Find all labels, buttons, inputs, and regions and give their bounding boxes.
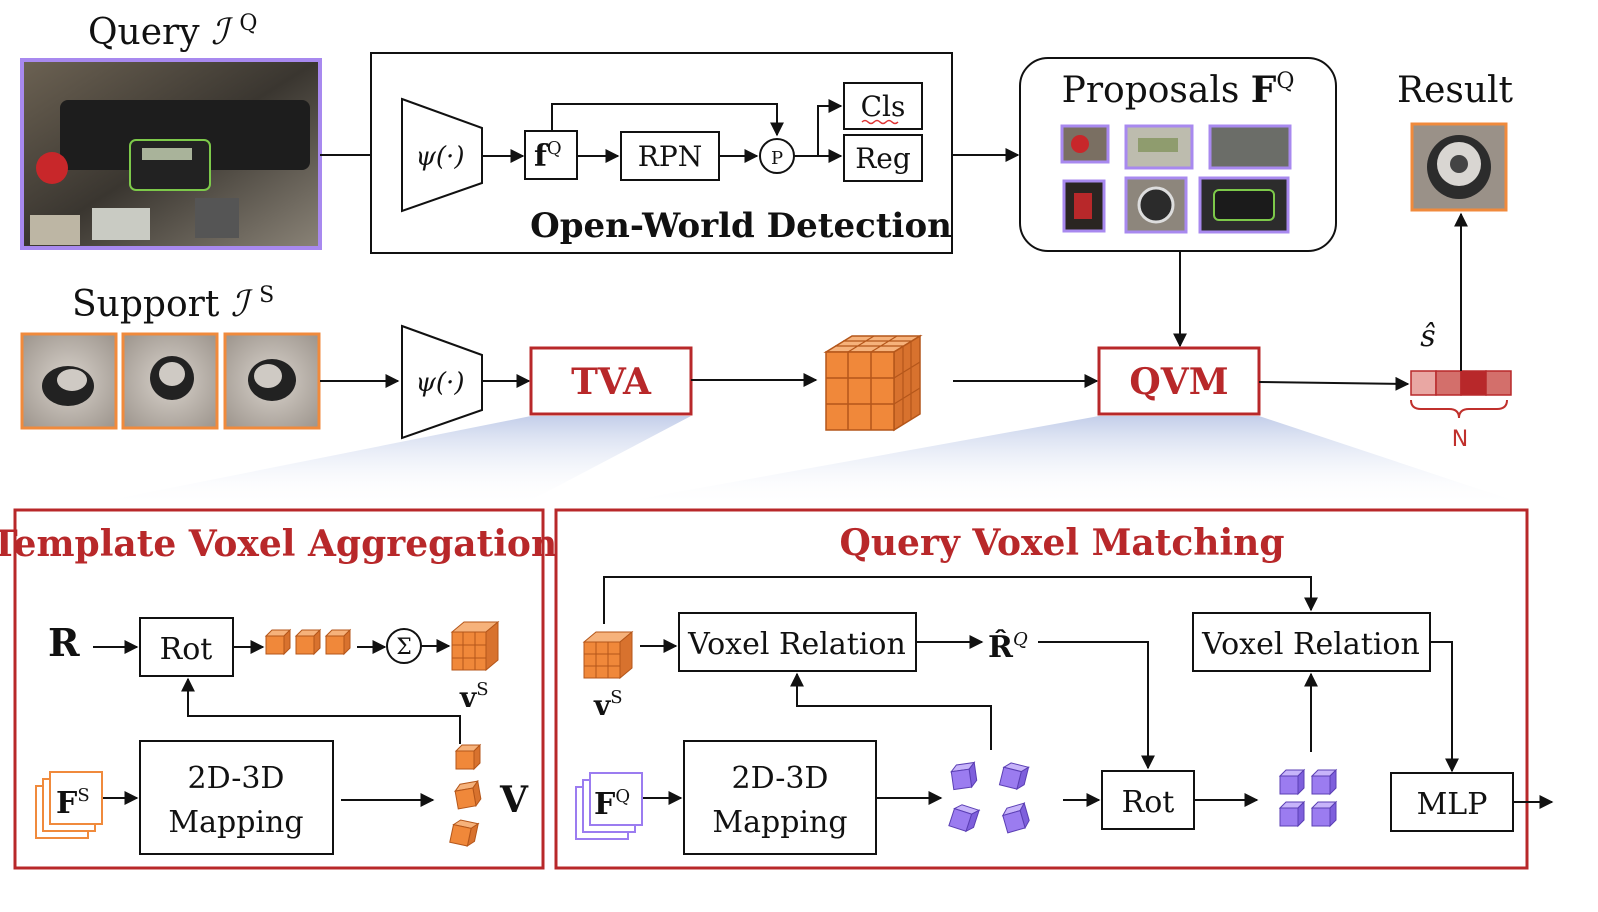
tva-box <box>529 346 693 416</box>
qvm-mapping-line1: 2D-3D <box>732 761 829 796</box>
backbone-support <box>401 324 483 440</box>
tva-mapping-line2: Mapping <box>168 805 303 840</box>
backbone-query <box>401 97 483 213</box>
feature-fq-box <box>524 130 578 180</box>
qvm-zoom-fan <box>600 416 1530 506</box>
cls-label: Cls <box>861 90 906 123</box>
qvm-rot-box <box>1101 770 1195 830</box>
feature-fq-label: fQ <box>534 138 562 174</box>
tva-panel-title: Template Voxel Aggregation <box>0 523 557 565</box>
tva-zoom-fan <box>80 416 691 506</box>
reg-label: Reg <box>855 142 911 175</box>
result-label: Result <box>1397 70 1514 111</box>
score-vector <box>1410 370 1512 396</box>
score-symbol: ŝ <box>1420 319 1435 354</box>
tva-rotated-voxels <box>265 629 351 655</box>
rpn-box <box>620 131 720 181</box>
result-image <box>1410 122 1508 212</box>
tva-fs-label: FS <box>56 785 90 821</box>
tva-mapping-line1: 2D-3D <box>188 761 285 796</box>
tva-mapping-box <box>139 740 334 855</box>
tva-vs-label: vS <box>459 679 489 714</box>
tva-vs-voxel <box>450 620 500 672</box>
tva-rot-box <box>139 617 234 677</box>
support-images <box>20 332 321 430</box>
score-count: N <box>1452 427 1468 452</box>
qvm-fq-stack <box>575 772 643 840</box>
backbone-query-label: ψ(·) <box>416 142 465 172</box>
reg-box <box>843 134 923 182</box>
cls-box <box>843 82 923 130</box>
voxel-relation-box-1 <box>678 612 917 672</box>
qvm-vs-label: vS <box>593 687 623 722</box>
sum-symbol: Σ <box>396 635 412 660</box>
voxel-relation-label-1: Voxel Relation <box>687 627 906 662</box>
query-label: Query ℐ Q <box>88 11 257 53</box>
voxel-relation-label-2: Voxel Relation <box>1201 627 1420 662</box>
owd-title: Open-World Detection <box>530 206 952 246</box>
proposals-label: Proposals FQ <box>1062 69 1295 111</box>
template-voxel-cube <box>823 334 923 432</box>
backbone-support-label: ψ(·) <box>416 368 465 398</box>
pool-label: P <box>771 148 783 169</box>
proposal-thumbnails <box>1060 124 1292 234</box>
qvm-panel-title: Query Voxel Matching <box>840 522 1285 564</box>
qvm-box <box>1097 346 1261 416</box>
tva-fs-stack <box>35 771 103 839</box>
qvm-mapping-line2: Mapping <box>712 805 847 840</box>
query-image <box>20 58 322 250</box>
tva-V-label: V <box>499 779 529 821</box>
tva-rot-label: Rot <box>160 632 213 667</box>
qvm-mapping-box <box>683 740 877 855</box>
support-label: Support ℐ S <box>72 283 274 325</box>
qvm-fq-label: FQ <box>594 786 630 822</box>
qvm-rot-label: Rot <box>1122 785 1175 820</box>
tva-r-label: R <box>48 620 80 665</box>
tva-label: TVA <box>571 361 652 403</box>
mlp-label: MLP <box>1417 787 1488 822</box>
qvm-vs-voxel <box>582 630 634 680</box>
rhat-label: R̂Q <box>988 629 1028 665</box>
qvm-label: QVM <box>1129 361 1228 403</box>
mlp-box <box>1390 772 1514 832</box>
rpn-label: RPN <box>638 140 702 173</box>
